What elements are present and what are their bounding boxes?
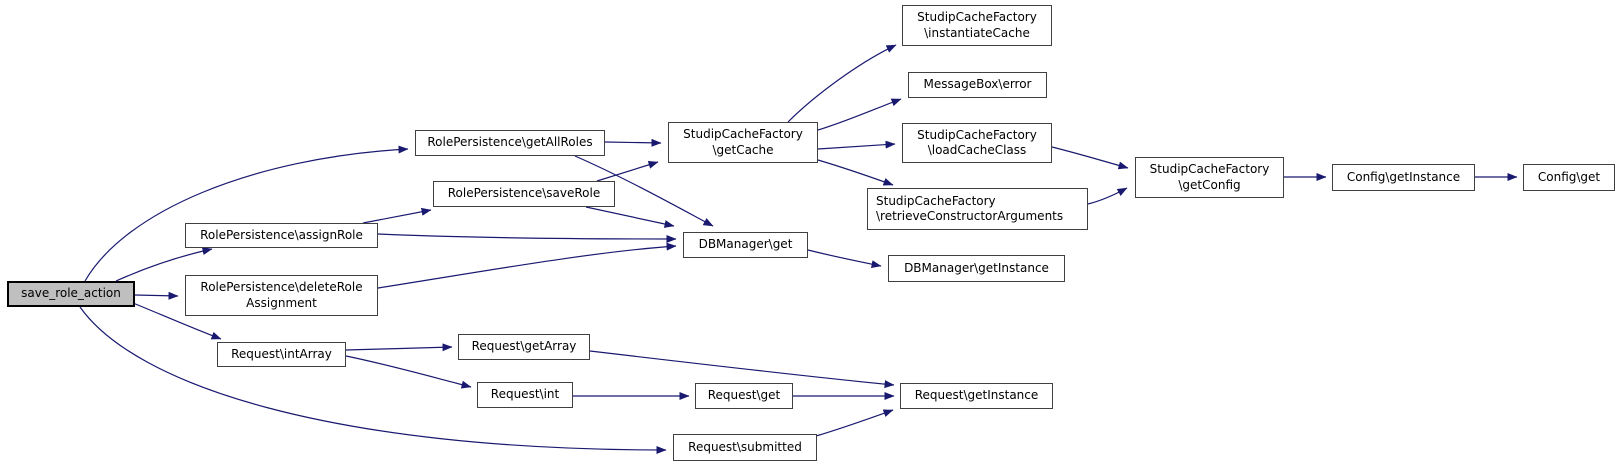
node-req_intArray[interactable]: Request\intArray [217,342,346,367]
node-req_get[interactable]: Request\get [695,383,793,409]
node-label-line: RolePersistence\deleteRole [200,280,363,295]
node-scf_getCache[interactable]: StudipCacheFactory\getCache [668,122,818,163]
node-req_getInstance[interactable]: Request\getInstance [900,383,1053,409]
node-cfg_getInstance[interactable]: Config\getInstance [1332,164,1475,191]
edge-rp_getAllRoles-to-scf_getCache [604,138,662,147]
edge-scf_getCache-to-scf_retrieveConstructorArguments [817,159,894,186]
edge-rp_deleteRoleAssignment-to-dbm_get [377,242,677,289]
node-rp_getAllRoles[interactable]: RolePersistence\getAllRoles [415,130,605,156]
node-label-line: \getConfig [1178,177,1241,192]
edge-save_role_action-to-req_submitted [79,306,667,454]
edge-req_getArray-to-req_getInstance [589,350,895,389]
node-rp_saveRole[interactable]: RolePersistence\saveRole [433,181,615,207]
edge-scf_getCache-to-scf_loadCacheClass [817,140,896,150]
edge-scf_getCache-to-scf_instantiateCache [787,44,897,123]
node-scf_loadCacheClass[interactable]: StudipCacheFactory\loadCacheClass [902,123,1052,163]
edge-scf_retrieveConstructorArguments-to-scf_getConfig [1087,187,1128,205]
node-rp_assignRole[interactable]: RolePersistence\assignRole [185,223,378,248]
node-label-line: StudipCacheFactory [1149,162,1270,177]
edge-scf_getCache-to-mb_error [817,98,902,131]
node-scf_getConfig[interactable]: StudipCacheFactory\getConfig [1135,157,1284,198]
node-label-line: RolePersistence\saveRole [447,186,601,201]
edge-save_role_action-to-rp_getAllRoles [84,145,409,282]
node-label-line: MessageBox\error [923,77,1032,92]
node-label-line: \getCache [712,142,774,157]
edge-rp_assignRole-to-rp_saveRole [362,207,432,224]
node-label-line: Request\int [490,387,560,402]
node-label-line: Config\getInstance [1346,169,1461,184]
edge-save_role_action-to-req_intArray [132,302,222,340]
node-label-line: Request\getInstance [914,388,1039,403]
edge-dbm_get-to-dbm_getInstance [807,249,882,269]
edge-rp_assignRole-to-dbm_get [377,233,677,243]
node-scf_retrieveConstructorArguments[interactable]: StudipCacheFactory\retrieveConstructorAr… [867,188,1088,230]
edge-req_intArray-to-req_getArray [345,343,453,352]
node-label-line: StudipCacheFactory [683,127,803,142]
edge-req_intArray-to-req_int [345,355,472,389]
node-req_getArray[interactable]: Request\getArray [458,334,590,360]
node-label-line: Request\getArray [471,339,577,354]
node-scf_instantiateCache[interactable]: StudipCacheFactory\instantiateCache [902,5,1052,46]
node-label-line: Config\get [1537,169,1601,184]
node-req_submitted[interactable]: Request\submitted [673,434,817,461]
edge-scf_loadCacheClass-to-scf_getConfig [1051,146,1129,170]
node-label-line: \instantiateCache [924,25,1030,40]
node-save_role_action: save_role_action [7,281,135,307]
node-label-line: save_role_action [21,286,121,301]
node-req_int[interactable]: Request\int [477,382,573,408]
node-label-line: Request\submitted [688,439,802,454]
node-label-line: RolePersistence\getAllRoles [427,135,593,150]
node-dbm_getInstance[interactable]: DBManager\getInstance [888,255,1065,282]
node-label-line: Request\get [707,388,781,403]
edges-group [79,44,1518,454]
edge-req_submitted-to-req_getInstance [815,409,894,437]
node-mb_error[interactable]: MessageBox\error [908,72,1047,98]
node-label-line: Assignment [246,295,317,310]
edge-rp_getAllRoles-to-dbm_get [574,155,714,227]
node-cfg_get[interactable]: Config\get [1523,164,1615,191]
node-label-line: RolePersistence\assignRole [200,227,363,242]
node-label-line: StudipCacheFactory [917,127,1037,142]
node-label-line: StudipCacheFactory [917,10,1037,25]
edge-rp_saveRole-to-dbm_get [585,206,675,228]
node-label-line: StudipCacheFactory [876,193,996,208]
node-label-line: Request\intArray [231,346,332,361]
node-label-line: DBManager\get [698,237,793,252]
node-label-line: \loadCacheClass [927,143,1027,157]
node-label-line: DBManager\getInstance [904,260,1049,275]
node-dbm_get[interactable]: DBManager\get [683,232,808,258]
node-label-line: \retrieveConstructorArguments [876,209,1064,223]
edge-rp_saveRole-to-scf_getCache [596,161,659,182]
edge-save_role_action-to-rp_deleteRoleAssignment [134,291,179,300]
edge-save_role_action-to-rp_assignRole [115,247,213,282]
